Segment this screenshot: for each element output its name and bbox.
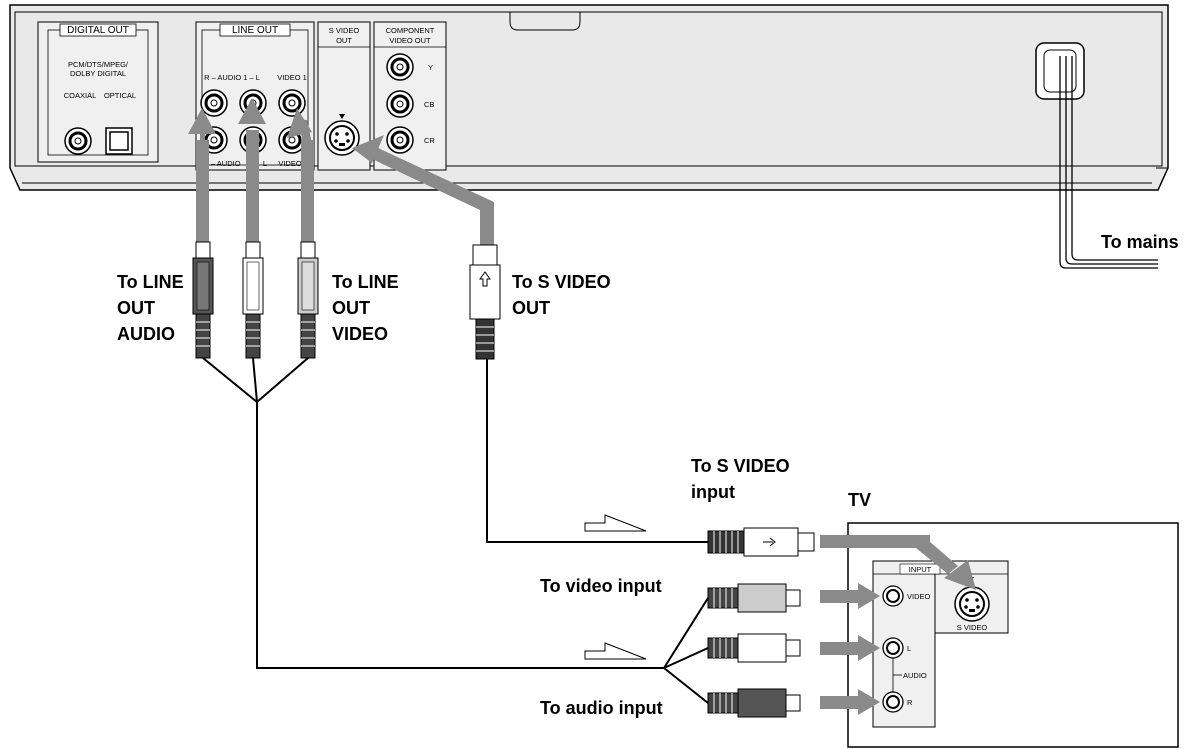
tv-audio-r-jack[interactable] [882,691,904,713]
component-cr-jack[interactable] [385,125,415,155]
s-video-out-title-2: OUT [336,36,352,45]
tv-audio-label: AUDIO [903,671,927,680]
component-title-1: COMPONENT [386,26,435,35]
tv-input-title: INPUT [909,565,932,574]
tv-audio-l-label: L [907,644,911,653]
rca-plug-video [297,241,319,359]
svg-text:OUT: OUT [512,298,550,318]
label-to-line-out-video: To LINE OUT VIDEO [332,272,399,344]
component-y-jack[interactable] [385,52,415,82]
optical-jack[interactable] [105,127,133,155]
rca-plug-tv-video [707,583,801,613]
optical-label: OPTICAL [104,91,136,100]
svg-text:To S VIDEO: To S VIDEO [691,456,790,476]
line-out-row2-audio-label: R – AUDIO [203,159,240,168]
line-out-1-video-jack[interactable] [277,88,307,118]
component-cr-label: CR [424,136,435,145]
component-y-label: Y [428,63,433,72]
s-video-out-marker-icon [339,114,345,119]
tv-input-panel: INPUT VIDEO L AUDIO R S VIDEO [872,560,1009,728]
tv-audio-l-jack[interactable] [882,637,904,659]
component-video-out-section: COMPONENT VIDEO OUT Y CB CR [373,21,447,171]
svg-text:input: input [691,482,735,502]
digital-out-title: DIGITAL OUT [67,25,129,36]
rca-plug-tv-audio-r [707,688,801,718]
s-video-out-jack[interactable] [324,120,360,156]
rca-plug-tv-audio-l [707,633,801,663]
cables [202,357,709,704]
svg-text:OUT: OUT [117,298,155,318]
label-to-s-video-input: To S VIDEO input [691,456,790,502]
s-video-plug-tv [707,527,815,557]
line-out-row1-audio-label: R – AUDIO 1 – L [204,73,260,82]
tv-video-jack[interactable] [882,585,904,607]
digital-out-section: DIGITAL OUT PCM/DTS/MPEG/ DOLBY DIGITAL … [37,21,159,163]
label-to-video-input: To video input [540,576,662,596]
power-cord [1035,42,1158,269]
component-cb-label: CB [424,100,434,109]
label-tv: TV [848,490,871,510]
rca-plug-audio-r [192,241,214,359]
tv-s-video-jack[interactable] [954,586,990,622]
svg-text:To LINE: To LINE [117,272,184,292]
tv-s-video-label: S VIDEO [957,623,988,632]
coaxial-label: COAXIAL [64,91,97,100]
player-rear-panel [9,4,1169,191]
line-out-row2-video-label: VIDEO [278,159,302,168]
s-video-out-title-1: S VIDEO [329,26,360,35]
component-title-2: VIDEO OUT [389,36,431,45]
label-to-line-out-audio: To LINE OUT AUDIO [117,272,184,344]
coaxial-jack[interactable] [63,126,93,156]
tv-video-label: VIDEO [907,592,931,601]
line-out-row1-video-label: VIDEO 1 [277,73,307,82]
svg-text:VIDEO: VIDEO [332,324,388,344]
label-to-s-video-out: To S VIDEO OUT [512,272,611,318]
rca-plug-audio-l [242,241,264,359]
direction-chevron-av [584,642,647,660]
label-to-audio-input: To audio input [540,698,663,718]
connection-arrows-top [188,98,494,245]
label-to-mains: To mains [1101,232,1179,252]
svg-text:AUDIO: AUDIO [117,324,175,344]
connection-arrows-tv [820,535,976,715]
line-out-row2-l-label: L [263,159,267,168]
line-out-title: LINE OUT [232,25,278,36]
svg-text:To LINE: To LINE [332,272,399,292]
svg-text:To S VIDEO: To S VIDEO [512,272,611,292]
digital-out-formats-2: DOLBY DIGITAL [70,69,126,78]
direction-chevron-svideo [584,514,647,532]
s-video-plug-player [469,244,501,360]
svg-text:OUT: OUT [332,298,370,318]
component-cb-jack[interactable] [385,89,415,119]
digital-out-formats-1: PCM/DTS/MPEG/ [68,60,129,69]
line-out-1-audio-r-jack[interactable] [199,88,229,118]
tv-audio-r-label: R [907,698,913,707]
